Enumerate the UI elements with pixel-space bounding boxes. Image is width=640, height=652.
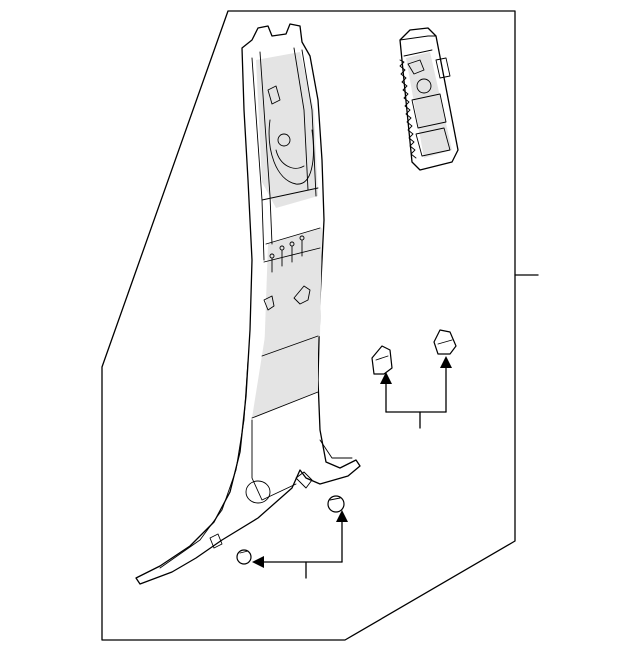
lower-access-hole <box>245 480 271 504</box>
arrow-left-icon <box>252 556 264 568</box>
upper-clip-left[interactable] <box>371 345 393 375</box>
arrow-up-icon <box>380 372 392 384</box>
arrow-up-icon <box>440 356 452 368</box>
belt-guide-slot <box>267 85 281 105</box>
upper-bolt-hole <box>277 133 291 147</box>
seat-belt-adjuster[interactable] <box>399 27 459 171</box>
arrow-up-icon <box>336 510 348 522</box>
pillar-trim-panel[interactable] <box>135 23 361 585</box>
upper-retaining-clips[interactable] <box>371 329 457 429</box>
mounting-pins <box>271 239 303 273</box>
adjuster-bolt <box>416 78 432 94</box>
clip-mount <box>293 285 311 305</box>
assembly-boundary <box>101 10 539 641</box>
adjuster-rack-teeth <box>399 59 417 159</box>
lower-clip-left[interactable] <box>236 549 252 565</box>
lower-retaining-clips[interactable] <box>236 495 348 579</box>
